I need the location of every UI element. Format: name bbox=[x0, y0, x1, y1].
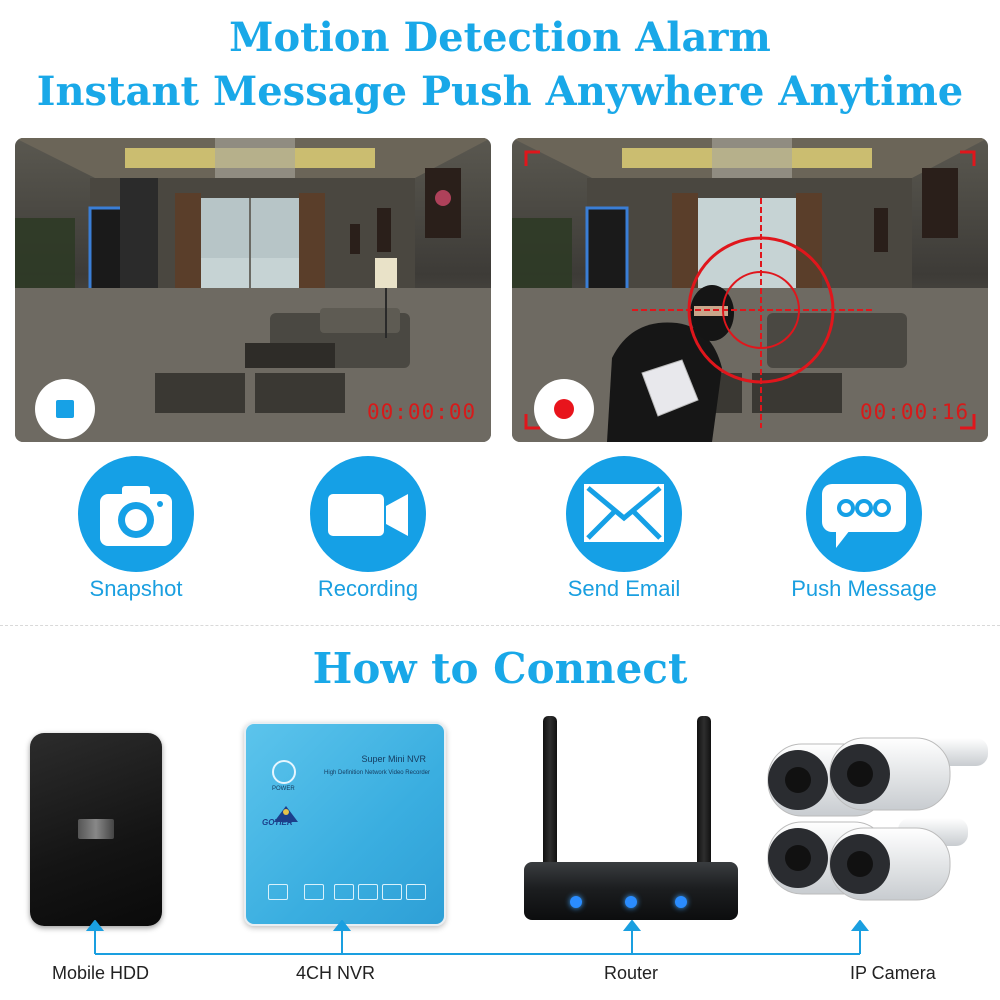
recording-label: Recording bbox=[317, 576, 419, 601]
mobile-hdd-device bbox=[30, 733, 162, 926]
ip-camera-icon bbox=[767, 737, 988, 901]
ip-camera-label: IP Camera bbox=[850, 963, 936, 983]
timestamp-right: 00:00:16 bbox=[860, 400, 970, 424]
timestamp-left: 00:00:00 bbox=[367, 400, 477, 424]
camera-view-intruder: 00:00:16 bbox=[512, 138, 988, 442]
nvr-port bbox=[334, 884, 354, 900]
stop-button[interactable] bbox=[35, 379, 95, 439]
power-icon bbox=[272, 760, 296, 784]
hdd-window bbox=[78, 819, 114, 839]
push-message-feature[interactable] bbox=[806, 456, 922, 572]
stop-icon bbox=[56, 400, 74, 418]
nvr-label: 4CH NVR bbox=[296, 963, 376, 983]
headline-instant-message: Instant Message Push Anywhere Anytime bbox=[36, 68, 964, 115]
router-antenna bbox=[543, 716, 557, 868]
recording-feature[interactable] bbox=[310, 456, 426, 572]
router-antenna bbox=[697, 716, 711, 868]
video-camera-icon bbox=[328, 494, 408, 536]
power-label: POWER bbox=[272, 786, 295, 792]
router-label: Router bbox=[604, 963, 659, 983]
chat-bubble-icon bbox=[822, 484, 906, 548]
nvr-title: Super Mini NVR bbox=[361, 754, 426, 764]
nvr-port bbox=[268, 884, 288, 900]
record-icon bbox=[554, 399, 574, 419]
nvr-subtitle: High Definition Network Video Recorder bbox=[324, 770, 430, 776]
mobile-hdd-label: Mobile HDD bbox=[52, 963, 150, 983]
nvr-port bbox=[304, 884, 324, 900]
nvr-port bbox=[382, 884, 402, 900]
nvr-port bbox=[358, 884, 378, 900]
send-email-label: Send Email bbox=[567, 576, 681, 601]
record-button[interactable] bbox=[534, 379, 594, 439]
connection-lines bbox=[85, 920, 870, 955]
push-message-label: Push Message bbox=[791, 576, 937, 601]
living-room-intruder-scene bbox=[512, 138, 988, 442]
envelope-icon bbox=[584, 484, 664, 542]
brand-logo-icon bbox=[274, 806, 298, 822]
section-divider bbox=[0, 625, 1000, 626]
brand-name: GOTIER bbox=[262, 818, 293, 827]
camera-view-empty-room: 00:00:00 bbox=[15, 138, 491, 442]
nvr-port bbox=[406, 884, 426, 900]
snapshot-label: Snapshot bbox=[89, 576, 183, 601]
snapshot-feature[interactable] bbox=[78, 456, 194, 572]
headline-motion-detection: Motion Detection Alarm bbox=[229, 14, 771, 61]
router-device bbox=[524, 862, 738, 920]
how-to-connect-title: How to Connect bbox=[312, 644, 688, 693]
camera-icon bbox=[100, 486, 172, 546]
living-room-scene bbox=[15, 138, 491, 442]
router-led bbox=[570, 896, 582, 908]
send-email-feature[interactable] bbox=[566, 456, 682, 572]
router-led bbox=[675, 896, 687, 908]
router-led bbox=[625, 896, 637, 908]
nvr-device: Super Mini NVR High Definition Network V… bbox=[244, 722, 446, 926]
ip-camera-group bbox=[767, 737, 988, 901]
